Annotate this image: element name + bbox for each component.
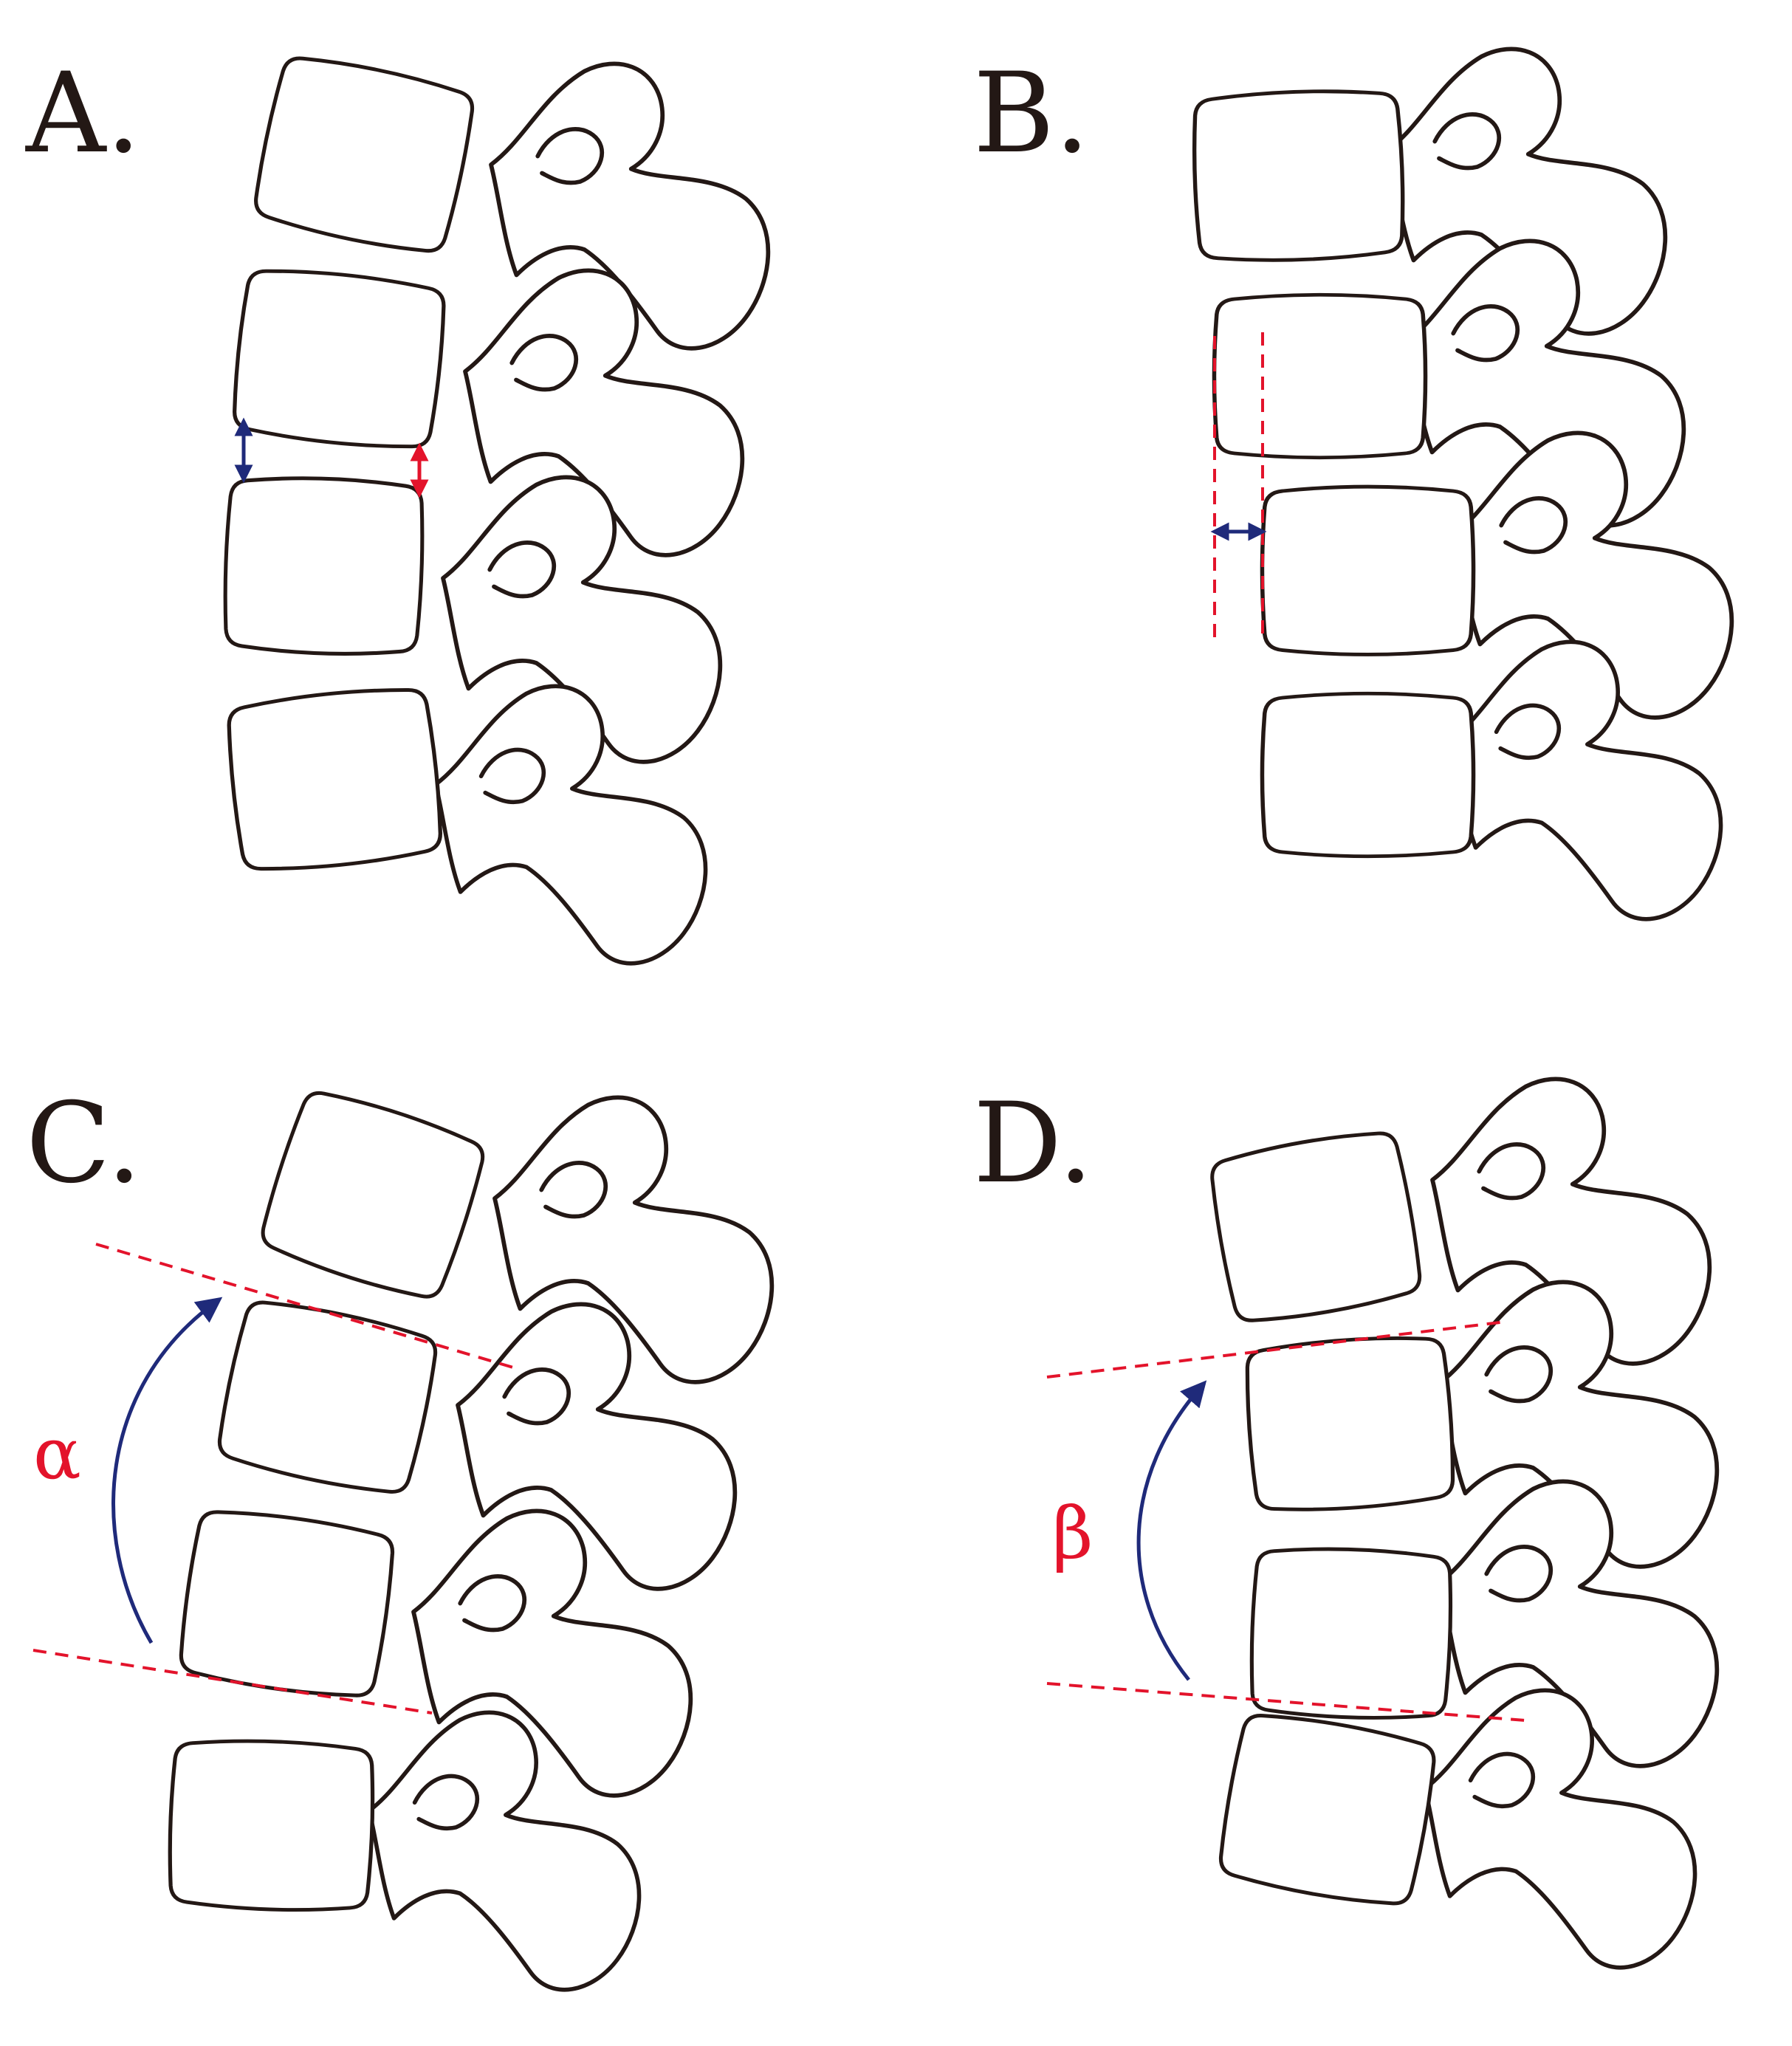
upper-endplate-line — [1046, 1320, 1507, 1379]
lower-endplate-line — [1046, 1682, 1525, 1722]
panel-d: D. β — [973, 1079, 1717, 1967]
panel-d-spine — [1206, 1079, 1717, 1967]
panel-c-label: C. — [26, 1079, 142, 1208]
panel-a-label: A. — [25, 49, 141, 178]
beta-symbol: β — [1052, 1492, 1094, 1575]
panel-b: B. — [973, 49, 1731, 919]
panel-b-label: B. — [973, 49, 1090, 178]
beta-angle-arc — [1136, 1380, 1207, 1681]
lower-endplate-line — [32, 1649, 433, 1714]
panel-a-spine — [223, 50, 768, 964]
panel-c-spine — [168, 1084, 772, 1990]
panel-b-spine — [1192, 49, 1731, 919]
panel-c: C. α — [26, 1079, 772, 1990]
alpha-angle-arc — [111, 1297, 223, 1644]
panel-d-label: D. — [973, 1079, 1094, 1208]
alpha-symbol: α — [33, 1412, 81, 1495]
panel-a: A. — [25, 49, 768, 964]
upper-endplate-line — [95, 1243, 521, 1371]
